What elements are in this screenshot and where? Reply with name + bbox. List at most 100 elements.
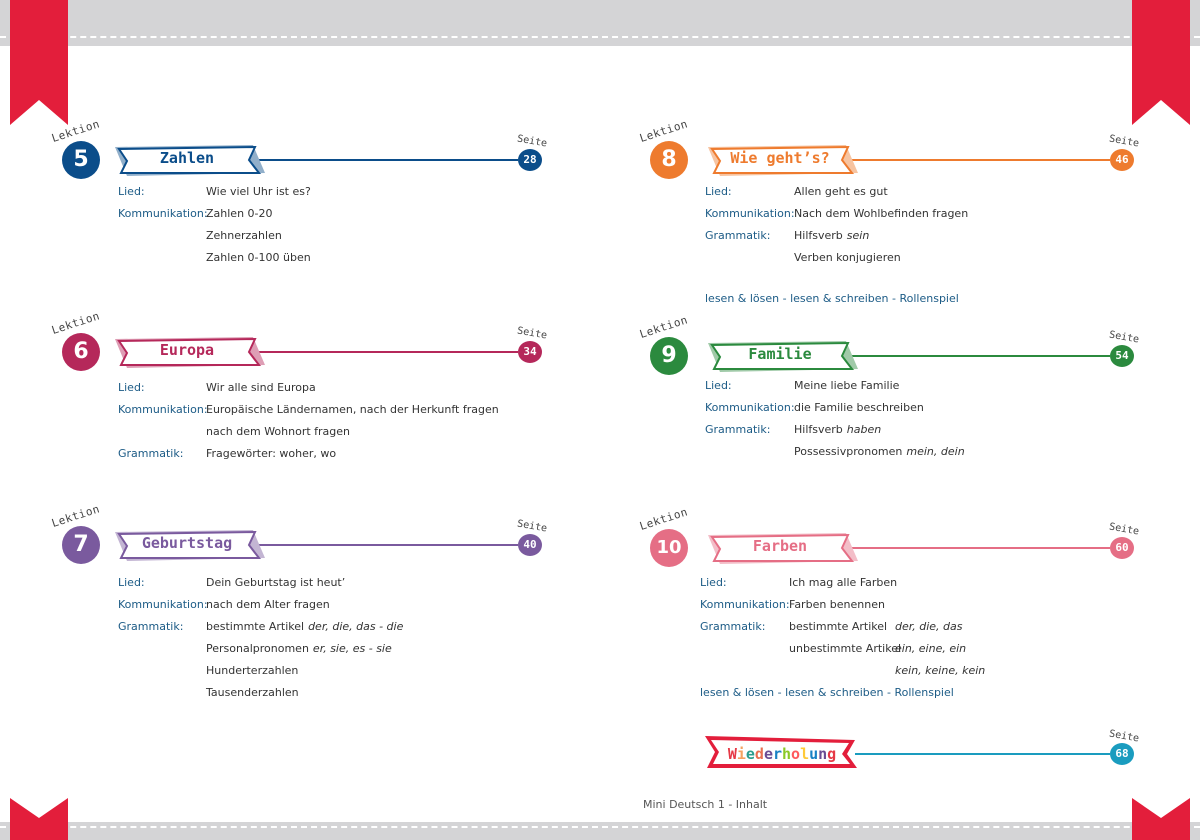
row-value: Zehnerzahlen <box>206 229 282 242</box>
row-label: Kommunikation: <box>705 207 795 220</box>
row-label: Lied: <box>118 185 145 198</box>
lesson-number-badge: 7 <box>62 526 100 564</box>
lesson-title[interactable]: Farben <box>752 537 808 555</box>
row-value-text: Verben konjugieren <box>794 251 901 264</box>
bottom-band <box>0 822 1200 840</box>
lesson-number-badge: 9 <box>650 337 688 375</box>
row-value: Meine liebe Familie <box>794 379 899 392</box>
row-value-text: die Familie beschreiben <box>794 401 924 414</box>
page-number-badge[interactable]: 34 <box>518 341 542 363</box>
row-value-text: nach dem Alter fragen <box>206 598 330 611</box>
page-number-badge[interactable]: 60 <box>1110 537 1134 559</box>
row-value-text: Nach dem Wohlbefinden fragen <box>794 207 969 220</box>
top-stitching <box>0 36 1200 38</box>
row-value-text: Possessivpronomen <box>794 445 903 458</box>
lesson-number-badge: 8 <box>650 141 688 179</box>
row-value-italic: kein, keine, kein <box>895 664 986 677</box>
page-footer: Mini Deutsch 1 - Inhalt <box>643 798 768 811</box>
row-value: Tausenderzahlen <box>206 686 299 699</box>
review-title[interactable]: Wiederholung <box>727 745 837 763</box>
lesson-line <box>848 159 1110 161</box>
row-value-text: Hunderterzahlen <box>206 664 299 677</box>
row-value-text: Ich mag alle Farben <box>789 576 898 589</box>
row-label: Lied: <box>705 379 732 392</box>
row-value: Zahlen 0-100 üben <box>206 251 311 264</box>
row-value: nach dem Alter fragen <box>206 598 330 611</box>
row-value-text: Wie viel Uhr ist es? <box>206 185 311 198</box>
row-value: bestimmte Artikel der, die, das <box>789 620 963 633</box>
row-label: Grammatik: <box>118 447 184 460</box>
row-value-italic: haben <box>846 423 882 436</box>
lesson-title[interactable]: Familie <box>748 345 812 363</box>
title-banner <box>708 533 858 564</box>
bookmark-ribbon-bottom-right <box>1132 798 1190 840</box>
row-value-text: Personalpronomen <box>206 642 309 655</box>
bookmark-ribbon-top-right <box>1132 0 1190 125</box>
row-value-text: Farben benennen <box>789 598 885 611</box>
title-banner <box>115 337 265 368</box>
row-value-text: bestimmte Artikel <box>789 620 888 633</box>
seite-label: Seite <box>1108 133 1140 150</box>
row-label: Lied: <box>118 381 145 394</box>
row-value-italic: sein <box>846 229 870 242</box>
page-number-badge[interactable]: 40 <box>518 534 542 556</box>
row-value-text: Allen geht es gut <box>794 185 888 198</box>
row-value: nach dem Wohnort fragen <box>206 425 350 438</box>
row-label: Kommunikation: <box>700 598 790 611</box>
lesson-line <box>848 355 1110 357</box>
row-value: Wie viel Uhr ist es? <box>206 185 311 198</box>
row-label: Kommunikation: <box>705 401 795 414</box>
row-value-text: Zehnerzahlen <box>206 229 282 242</box>
page-number-badge[interactable]: 54 <box>1110 345 1134 367</box>
row-value-text: Hilfsverb <box>794 229 843 242</box>
bookmark-ribbon-bottom-left <box>10 798 68 840</box>
lesson-line <box>255 351 518 353</box>
row-value-text: Fragewörter: woher, wo <box>206 447 337 460</box>
lesson-title[interactable]: Geburtstag <box>141 534 233 552</box>
row-value: Hunderterzahlen <box>206 664 298 677</box>
seite-label: Seite <box>516 133 548 150</box>
review-banner <box>705 736 857 768</box>
row-value: Farben benennen <box>789 598 885 611</box>
row-value-italic: der, die, das <box>895 620 963 633</box>
lesson-number-badge: 6 <box>62 333 100 371</box>
row-value-text: Dein Geburtstag ist heut’ <box>206 576 346 589</box>
lesson-title[interactable]: Europa <box>159 341 215 359</box>
row-value: die Familie beschreiben <box>794 401 924 414</box>
row-value-text: Wir alle sind Europa <box>206 381 316 394</box>
row-label: Grammatik: <box>118 620 184 633</box>
seite-label: Seite <box>1108 329 1140 346</box>
bookmark-ribbon-top-left <box>10 0 68 125</box>
row-value-text: Meine liebe Familie <box>794 379 900 392</box>
row-label: Kommunikation: <box>118 403 208 416</box>
seite-label: Seite <box>516 325 548 342</box>
row-value-text: unbestimmte Artikel <box>789 642 902 655</box>
row-value-italic: er, sie, es - sie <box>312 642 392 655</box>
row-value: Verben konjugieren <box>794 251 901 264</box>
page-number-badge[interactable]: 28 <box>518 149 542 171</box>
top-band <box>0 0 1200 46</box>
lesson-number-badge: 10 <box>650 529 688 567</box>
lesson-title[interactable]: Wie geht’s? <box>730 149 830 167</box>
seite-label: Seite <box>516 518 548 535</box>
lesson-line <box>255 544 518 546</box>
title-banner <box>708 145 858 176</box>
row-label: Lied: <box>118 576 145 589</box>
row-value-text: Zahlen 0-20 <box>206 207 273 220</box>
seite-label: Seite <box>1108 728 1140 745</box>
page-number-badge[interactable]: 46 <box>1110 149 1134 171</box>
review-page-badge[interactable]: 68 <box>1110 743 1134 765</box>
row-label: Lied: <box>700 576 727 589</box>
row-value-text: Zahlen 0-100 üben <box>206 251 311 264</box>
row-value-italic: ein, eine, ein <box>895 642 967 655</box>
row-value-text: bestimmte Artikel <box>206 620 305 633</box>
row-label: Grammatik: <box>700 620 766 633</box>
activities-line: lesen & lösen - lesen & schreiben - Roll… <box>705 292 959 305</box>
row-label: Kommunikation: <box>118 598 208 611</box>
lesson-title[interactable]: Zahlen <box>159 149 215 167</box>
